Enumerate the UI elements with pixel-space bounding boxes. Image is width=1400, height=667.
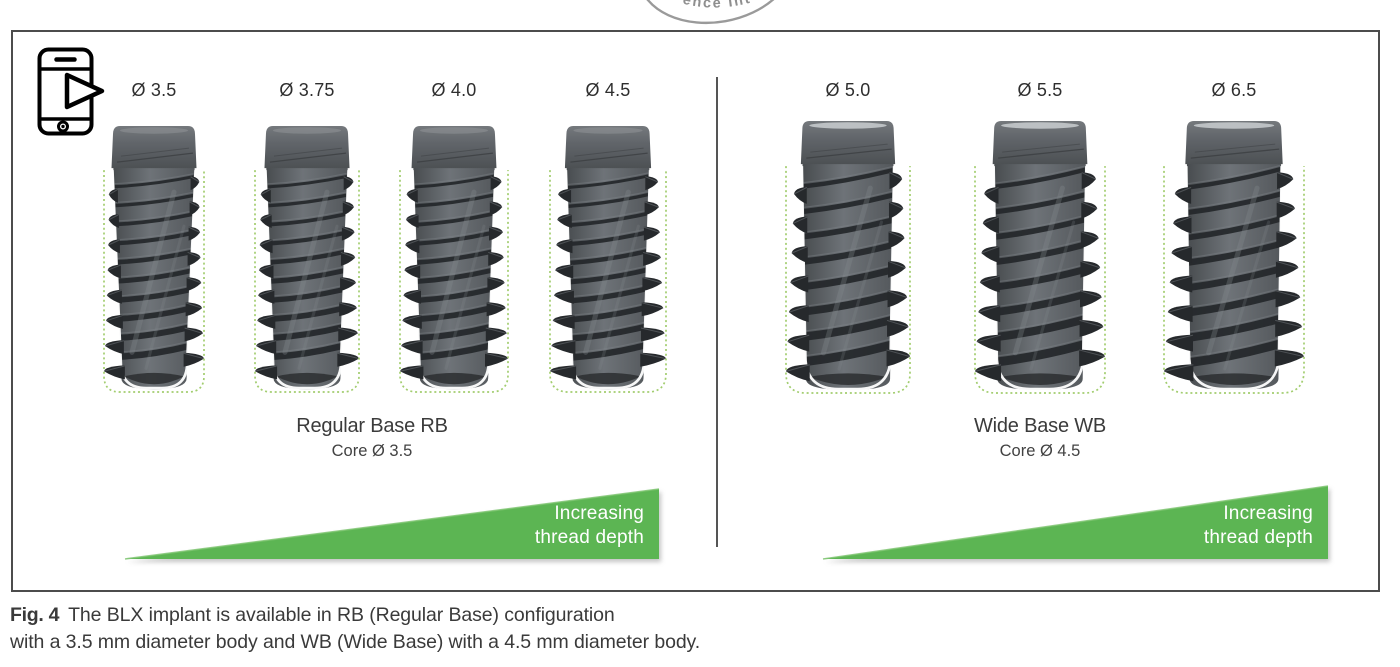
caption-line-1: Fig. 4 The BLX implant is available in RB… (10, 602, 700, 629)
implant-column-0-3: Ø 4.5 (544, 80, 672, 396)
diameter-label: Ø 3.5 (131, 80, 177, 100)
caption-text-line1: The BLX implant is available in RB (Regu… (68, 604, 615, 626)
wedge-text-line1: Increasing (554, 503, 644, 524)
implant-illustration (974, 121, 1106, 394)
figure-caption: Fig. 4 The BLX implant is available in RB… (10, 602, 700, 656)
thread-depth-wedge-wb: Increasing thread depth (822, 485, 1329, 560)
diameter-label: Ø 6.5 (1211, 80, 1257, 100)
implant-illustration (103, 126, 205, 393)
group-divider (716, 77, 718, 547)
caption-fig-label: Fig. 4 (10, 604, 60, 626)
group-name: Wide Base WB (973, 415, 1107, 437)
diameter-label: Ø 4.0 (431, 80, 477, 100)
thread-depth-wedge-rb: Increasing thread depth (124, 488, 660, 560)
journal-stamp: ence Int (637, 0, 795, 25)
implant-column-1-1: Ø 5.5 (969, 80, 1111, 397)
diameter-label: Ø 4.5 (585, 80, 631, 100)
stamp-text-curved: ence Int (681, 0, 751, 12)
implant-column-1-2: Ø 6.5 (1158, 80, 1310, 397)
wedge-text-line2: thread depth (535, 527, 644, 548)
implant-illustration (549, 126, 667, 393)
video-play-icon (37, 47, 105, 136)
wedge-text-line1: Increasing (1223, 503, 1313, 524)
implant-illustration (785, 121, 911, 394)
stamp-text: ence Int (681, 0, 753, 12)
group-label-wide-base: Wide Base WB Core Ø 4.5 (840, 415, 1240, 461)
figure-panel: Ø 3.5 Ø 3.75 Ø 4.0 Ø 4.5 Ø 5.0 Ø 5.5 Ø 6.5 Reg… (11, 30, 1380, 592)
wedge-text-line2: thread depth (1204, 527, 1313, 548)
implant-column-0-2: Ø 4.0 (394, 80, 514, 396)
stamp-ellipse-arc (637, 0, 795, 25)
wedge-highlight-edge (822, 485, 1329, 560)
implant-column-1-0: Ø 5.0 (780, 80, 916, 397)
group-core-label: Core Ø 3.5 (331, 442, 413, 460)
group-name: Regular Base RB (296, 415, 448, 437)
phone-home-dot (61, 124, 65, 129)
group-label-regular-base: Regular Base RB Core Ø 3.5 (172, 415, 572, 461)
diameter-label: Ø 5.5 (1017, 80, 1063, 100)
implant-illustration (1163, 121, 1305, 394)
group-core-label: Core Ø 4.5 (999, 442, 1081, 460)
implant-illustration (254, 126, 360, 393)
caption-text-line2: with a 3.5 mm diameter body and WB (Wide… (10, 631, 701, 653)
diameter-label: Ø 5.0 (825, 80, 871, 100)
implant-column-0-1: Ø 3.75 (249, 80, 365, 396)
wedge-highlight-edge (124, 488, 660, 560)
implant-column-0-0: Ø 3.5 (98, 80, 210, 396)
play-triangle-icon (64, 72, 105, 110)
implant-illustration (399, 126, 509, 393)
diameter-label: Ø 3.75 (279, 80, 335, 100)
